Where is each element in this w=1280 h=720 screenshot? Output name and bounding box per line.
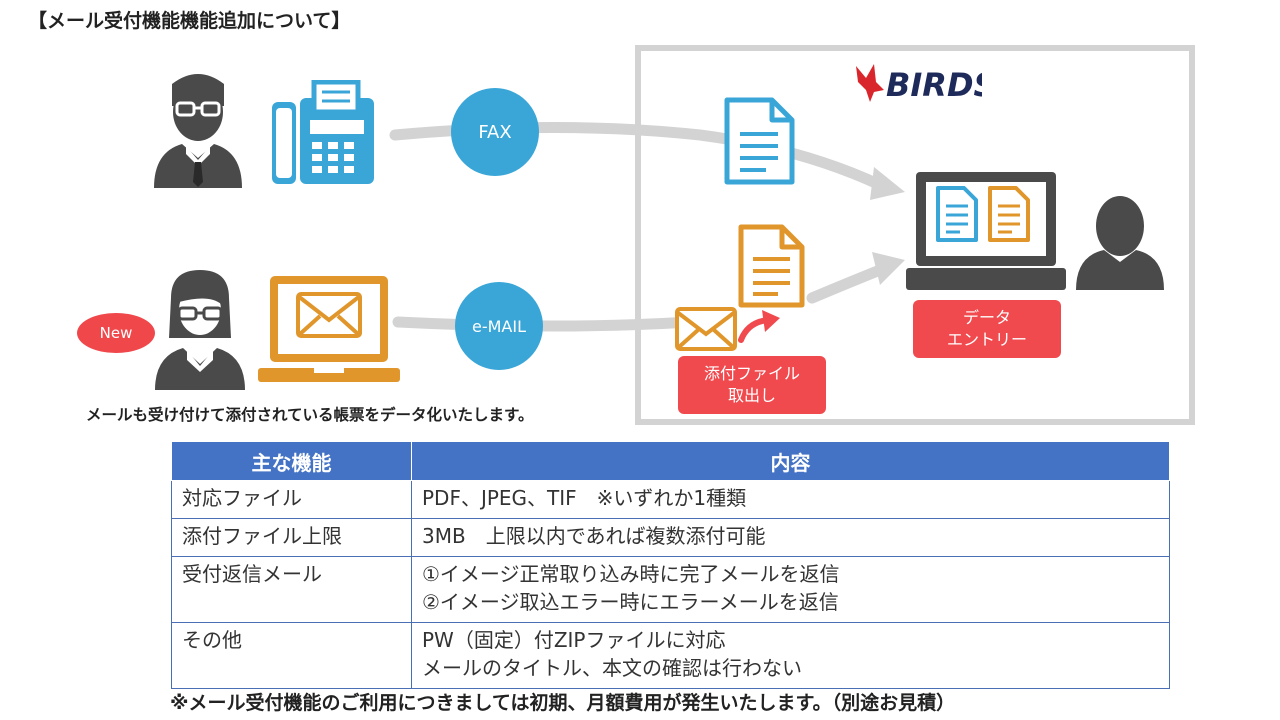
new-badge-label: New bbox=[99, 324, 133, 342]
female-person-icon bbox=[155, 270, 245, 390]
monitor-icon bbox=[906, 172, 1066, 290]
email-circle: e-MAIL bbox=[455, 282, 543, 370]
content-cell: ①イメージ正常取り込み時に完了メールを返信 ②イメージ取込エラー時にエラーメール… bbox=[411, 556, 1170, 623]
extract-arrow-icon bbox=[738, 310, 780, 343]
feature-cell: 対応ファイル bbox=[171, 480, 412, 519]
new-badge: New bbox=[77, 313, 155, 353]
operator-person-icon bbox=[1076, 196, 1164, 290]
email-flow-line bbox=[392, 316, 696, 332]
birds-system-frame bbox=[635, 45, 1195, 425]
fax-machine-icon bbox=[272, 80, 374, 184]
envelope-icon bbox=[675, 307, 737, 351]
monitor-blue-document-icon bbox=[936, 186, 978, 242]
data-entry-label: データ エントリー bbox=[913, 300, 1061, 358]
bird-icon bbox=[856, 64, 884, 102]
attachment-extract-label: 添付ファイル 取出し bbox=[678, 356, 826, 414]
feature-cell: 受付返信メール bbox=[171, 556, 412, 623]
birds-logo: BIRDS bbox=[856, 64, 982, 104]
doc-arrowhead bbox=[872, 252, 905, 285]
header-feature: 主な機能 bbox=[171, 441, 412, 481]
table-row: 対応ファイル PDF、JPEG、TIF ※いずれか1種類 bbox=[171, 480, 1170, 519]
table-row: 添付ファイル上限 3MB 上限以内であれば複数添付可能 bbox=[171, 518, 1170, 557]
content-cell: 3MB 上限以内であれば複数添付可能 bbox=[411, 518, 1170, 557]
fax-label: FAX bbox=[478, 121, 512, 143]
fax-document-icon bbox=[724, 97, 795, 185]
table-row: 受付返信メール ①イメージ正常取り込み時に完了メールを返信 ②イメージ取込エラー… bbox=[171, 556, 1170, 623]
monitor-orange-document-icon bbox=[988, 186, 1030, 242]
attachment-document-icon bbox=[738, 224, 805, 308]
feature-cell: その他 bbox=[171, 622, 412, 689]
fax-circle: FAX bbox=[451, 88, 539, 176]
page-title: 【メール受付機能機能追加について】 bbox=[28, 10, 351, 32]
email-label: e-MAIL bbox=[472, 316, 526, 336]
table-row: その他 PW（固定）付ZIPファイルに対応 メールのタイトル、本文の確認は行わな… bbox=[171, 622, 1170, 689]
feature-cell: 添付ファイル上限 bbox=[171, 518, 412, 557]
footer-note: ※メール受付機能のご利用につきましては初期、月額費用が発生いたします。（別途お見… bbox=[170, 692, 956, 714]
content-cell: PDF、JPEG、TIF ※いずれか1種類 bbox=[411, 480, 1170, 519]
fax-arrowhead bbox=[870, 167, 905, 200]
feature-table: 主な機能 内容 対応ファイル PDF、JPEG、TIF ※いずれか1種類 添付フ… bbox=[171, 441, 1170, 689]
header-content: 内容 bbox=[411, 441, 1170, 481]
brand-text: BIRDS bbox=[886, 66, 982, 104]
diagram-note: メールも受け付けて添付されている帳票をデータ化いたします。 bbox=[86, 406, 534, 424]
laptop-email-icon bbox=[258, 276, 400, 382]
male-person-icon bbox=[154, 74, 242, 188]
table-header-row: 主な機能 内容 bbox=[171, 441, 1170, 481]
content-cell: PW（固定）付ZIPファイルに対応 メールのタイトル、本文の確認は行わない bbox=[411, 622, 1170, 689]
